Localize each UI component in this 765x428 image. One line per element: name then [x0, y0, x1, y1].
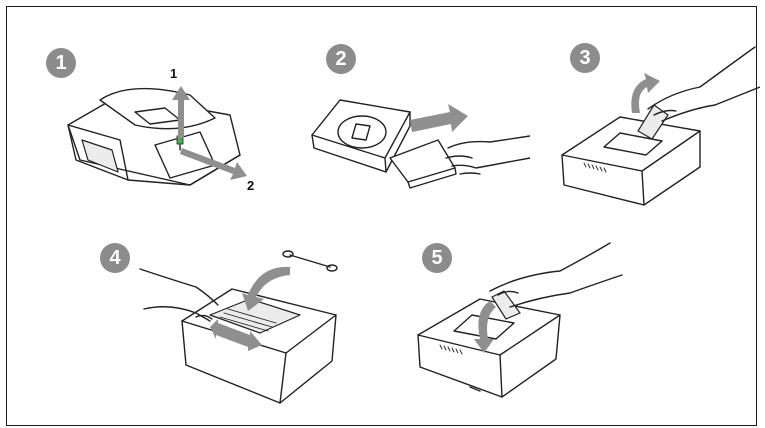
- step-3-badge: 3: [570, 43, 600, 73]
- step-3-panel: 3: [550, 35, 760, 215]
- step-1-panel: 1 1 2: [40, 40, 270, 200]
- step-4-badge: 4: [100, 243, 130, 273]
- step-5-panel: 5: [410, 235, 630, 420]
- arrow-up-icon: [172, 86, 190, 138]
- printer-close-top-illustration: [417, 242, 623, 398]
- callout-2: 2: [247, 178, 255, 193]
- step-2-panel: 2: [300, 40, 530, 200]
- arrow-down-right-icon: [180, 148, 247, 180]
- figure-frame: [6, 6, 757, 426]
- arrow-curved-down-icon: [242, 266, 290, 311]
- step-1-badge: 1: [46, 48, 76, 78]
- arrow-curved-down-icon: [474, 301, 496, 353]
- step-2-badge: 2: [326, 44, 356, 74]
- printer-open-top-illustration: [561, 46, 760, 206]
- double-arrow-icon: [210, 319, 262, 351]
- callout-1: 1: [170, 66, 178, 81]
- paper-cassette-removal-illustration: [311, 99, 530, 189]
- step-5-badge: 5: [422, 243, 452, 273]
- arrow-curved-up-icon: [631, 73, 660, 113]
- step-4-panel: 4: [100, 235, 360, 420]
- printer-open-cover-illustration: [67, 86, 247, 186]
- printer-cleaning-illustration: [139, 250, 338, 404]
- arrow-right-icon: [410, 104, 468, 132]
